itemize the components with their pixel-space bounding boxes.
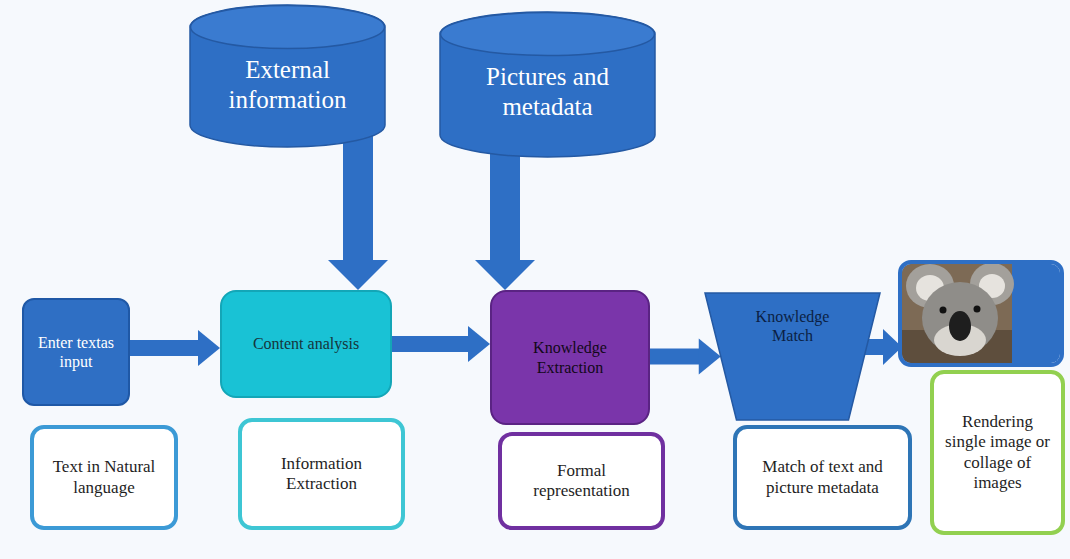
description-box: Match of text and picture metadata: [733, 425, 912, 530]
node-label: Content analysis: [253, 334, 359, 353]
node-label: Rendering single image or collage of ima…: [944, 412, 1051, 494]
flow-arrow: [328, 125, 388, 290]
arrow-head: [468, 326, 490, 362]
flow-arrow: [650, 339, 721, 375]
process-box: Content analysis: [220, 290, 392, 398]
arrow-head: [198, 330, 220, 366]
arrow-shaft: [392, 336, 469, 352]
process-box: Enter textas input: [22, 298, 130, 406]
arrow-shaft: [650, 349, 700, 365]
node-label: Match of text and picture metadata: [747, 457, 898, 498]
picture-frame-fill: [902, 264, 1060, 363]
trapezoid-outline: [705, 293, 880, 420]
cylinder-body: [190, 5, 385, 147]
node-label: Knowledge Extraction: [502, 338, 638, 376]
cylinder-body: [440, 12, 655, 157]
arrow-shaft: [130, 340, 199, 356]
flow-arrow: [130, 330, 220, 366]
koala-photo: [902, 264, 1014, 363]
cylinder-top: [441, 13, 655, 56]
trapezoid-box: Knowledge Match: [705, 293, 880, 420]
description-box: Information Extraction: [238, 418, 405, 530]
node-label: Text in Natural language: [44, 457, 164, 498]
description-box: Formal representation: [498, 432, 665, 530]
database-cylinder: External information: [190, 5, 385, 147]
koala-eye: [974, 306, 981, 313]
arrow-head: [328, 260, 388, 290]
process-box: Knowledge Extraction: [490, 290, 650, 425]
photo-background: [902, 264, 1012, 363]
flow-arrow: [392, 326, 490, 362]
node-label: Enter textas input: [32, 333, 120, 371]
node-label: Pictures and metadata: [450, 62, 645, 122]
description-box: Text in Natural language: [30, 425, 178, 530]
node-label: Knowledge Match: [741, 307, 844, 345]
koala-picture: [900, 262, 1062, 365]
picture-frame: [900, 262, 1062, 365]
flow-arrow: [475, 135, 535, 290]
koala-nose: [949, 311, 971, 341]
arrow-shaft: [343, 125, 373, 261]
node-label: External information: [200, 55, 375, 115]
database-cylinder: Pictures and metadata: [440, 12, 655, 157]
node-label: Information Extraction: [252, 454, 391, 495]
node-label: Formal representation: [512, 461, 651, 502]
koala-eye: [940, 307, 947, 314]
description-box: Rendering single image or collage of ima…: [930, 370, 1065, 535]
arrow-head: [475, 260, 535, 290]
cylinder-top: [191, 6, 385, 49]
